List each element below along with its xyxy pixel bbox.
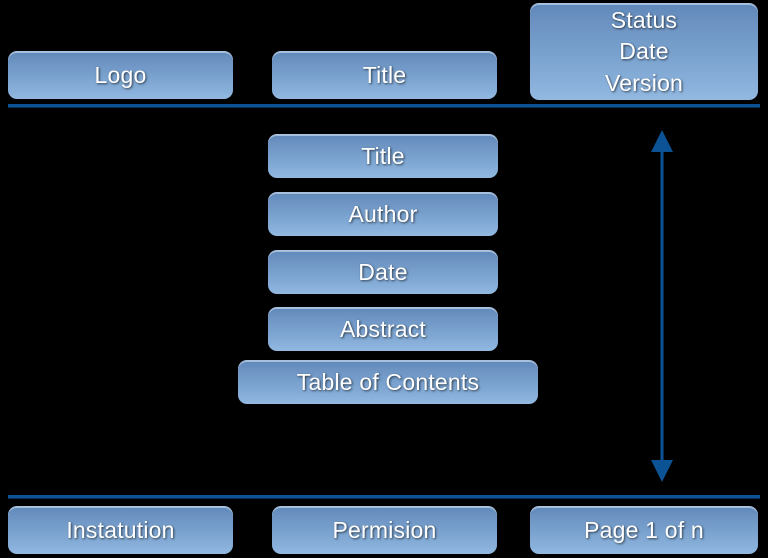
- body-item-author-label: Author: [348, 201, 418, 228]
- body-item-abstract-label: Abstract: [340, 316, 426, 343]
- status-date-version-box[interactable]: Status Date Version: [530, 3, 758, 100]
- arrow-head-up-icon: [651, 130, 673, 152]
- footer-institution-box[interactable]: Instatution: [8, 506, 233, 554]
- body-item-title-label: Title: [361, 143, 405, 170]
- body-item-table-of-contents-label: Table of Contents: [296, 369, 480, 396]
- footer-page-number-label: Page 1 of n: [584, 517, 704, 544]
- body-item-author[interactable]: Author: [268, 192, 498, 236]
- logo-box[interactable]: Logo: [8, 51, 233, 99]
- arrow-shaft: [660, 148, 664, 464]
- header-title-box-label: Title: [362, 62, 407, 89]
- header-title-box[interactable]: Title: [272, 51, 497, 99]
- logo-box-label: Logo: [94, 62, 147, 89]
- body-item-date-label: Date: [358, 259, 408, 286]
- vertical-double-arrow-icon: [648, 130, 676, 482]
- body-item-date[interactable]: Date: [268, 250, 498, 294]
- footer-permission-box[interactable]: Permision: [272, 506, 497, 554]
- footer-separator-line: [8, 495, 760, 498]
- body-item-abstract[interactable]: Abstract: [268, 307, 498, 351]
- arrow-head-down-icon: [651, 460, 673, 482]
- body-item-table-of-contents[interactable]: Table of Contents: [238, 360, 538, 404]
- footer-permission-label: Permision: [332, 517, 437, 544]
- footer-institution-label: Instatution: [66, 517, 175, 544]
- status-date-version-label: Status Date Version: [604, 7, 684, 96]
- footer-page-number-box[interactable]: Page 1 of n: [530, 506, 758, 554]
- header-separator-line: [8, 104, 760, 107]
- body-item-title[interactable]: Title: [268, 134, 498, 178]
